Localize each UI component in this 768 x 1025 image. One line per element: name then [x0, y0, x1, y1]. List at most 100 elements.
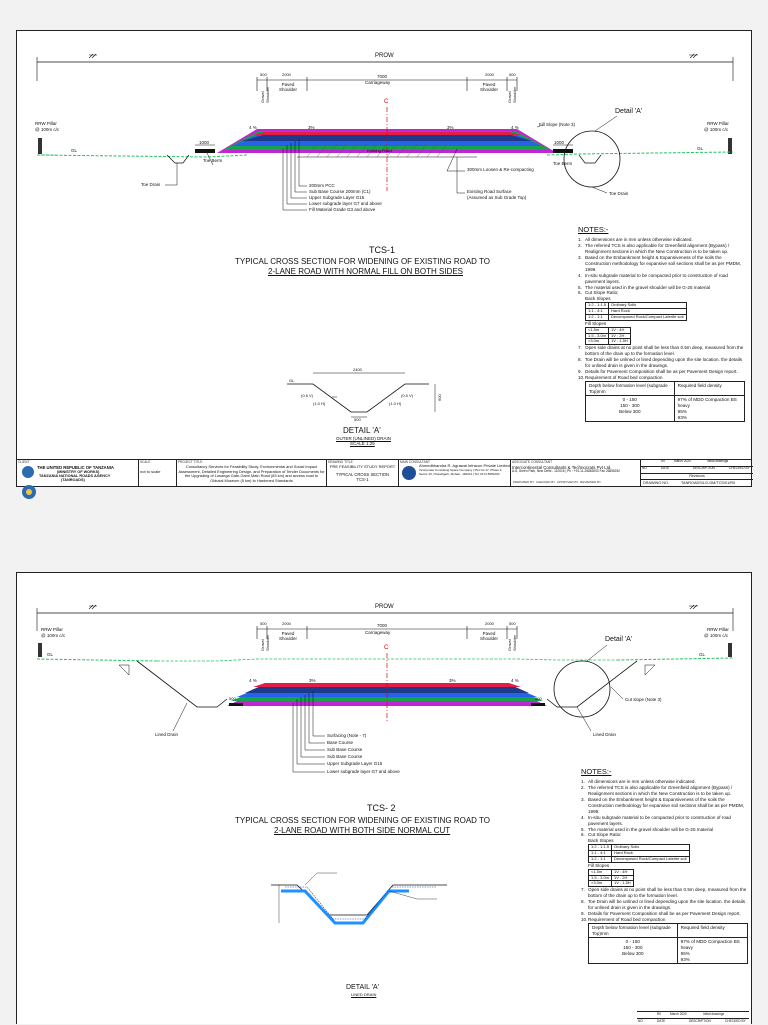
prow-label: PROW [375, 53, 394, 59]
drawing-title-cell: DRAWING TITLE PRE FEASIBILITY STUDY REPO… [327, 460, 399, 486]
existing-surface-label: Existing Road Surface [467, 189, 512, 194]
tcs-2-cross-section-drawing [36, 604, 734, 925]
dim-500-left-2: 500 [260, 621, 267, 626]
detail-a-callout-2: Detail 'A' [605, 636, 633, 643]
note-7: 7.Open side drains at no point shall be … [578, 345, 744, 357]
notes-panel-2: NOTES:- 1.All dimensions are in mm unles… [581, 767, 749, 965]
paved-shoulder-left-label: Paved Shoulder [279, 82, 298, 93]
detail-a-scale: SCALE 1:25 [350, 441, 375, 446]
carriageway-label-2: Carriageway [365, 630, 391, 635]
layer2-label-6: Lower subgrade layer G7 and above [327, 769, 400, 774]
revisions-label: Revisions [641, 474, 753, 480]
revision-row: R0 March 2020 Initial drawings [641, 460, 753, 467]
compaction-table: Depth below formation level (subgrade To… [585, 380, 746, 423]
rrw-pillar-left-spacing: @ 100m c/c [35, 127, 60, 132]
slope-left-label-2: 4 % [249, 678, 257, 683]
detail-slope-h-left: (1.0 H) [313, 401, 326, 406]
slope-right-label-2: 4 % [511, 678, 519, 683]
detail-dim-depth: 600 [437, 394, 442, 401]
tcs-2-title: TCS- 2 [367, 803, 396, 813]
note-8: 8.Toe Drain will be unlined or lined dep… [581, 899, 746, 911]
notes-heading: NOTES:- [578, 225, 609, 234]
tcs-2-subtitle-2: 2-LANE ROAD WITH BOTH SIDE NORMAL CUT [274, 826, 451, 835]
note-3: 3.Based on the Embankment height & Expan… [578, 254, 742, 272]
detail-gl-label: GL [289, 378, 295, 383]
tcs-1-subtitle-1: TYPICAL CROSS SECTION FOR WIDENING OF EX… [235, 257, 490, 266]
layer-label-4: Lower subgrade layer G7 and above [309, 201, 382, 206]
lined-drain-left-label: Lined Drain [155, 732, 179, 737]
dim-500-right-2: 500 [509, 621, 516, 626]
layer-label-3: Upper Subgrade Layer G15 [309, 195, 365, 200]
dim-2000-right-2: 2000 [485, 621, 494, 626]
note-10: 10.Requirement of Road bed compaction [581, 917, 666, 922]
rrw-pillar-right-label: RRW Pillar [707, 121, 729, 126]
notes-panel: NOTES:- 1.All dimensions are in mm unles… [578, 225, 748, 423]
note-5: 5.The material used in the gravel should… [578, 284, 711, 290]
back-slopes-label-2: Back Slopes [588, 838, 614, 844]
project-cell: PROJECT TITLE Consultancy Services for F… [177, 460, 327, 486]
note-7: 7.Open side drains at no point shall be … [581, 887, 747, 899]
note-4: 4.In-situ subgrade material to be compac… [581, 814, 731, 826]
tcs-1-subtitle-2: 2-LANE ROAD WITH NORMAL FILL ON BOTH SID… [268, 267, 463, 276]
title-block: CLIENT THE UNITED REPUBLIC OF TANZANIA (… [17, 459, 753, 486]
carriageway-label: Carriageway [365, 80, 391, 85]
detail-a-subtitle: OUTER (UNLINED) DRAIN [336, 436, 392, 441]
centerline-label-2: C [384, 645, 389, 651]
dim-1000-left: 1000 [199, 140, 210, 145]
notes-heading-2: NOTES:- [581, 767, 612, 776]
revision-cell: R0 March 2020 Initial drawings NO DATE D… [641, 460, 753, 486]
drawing-sheet-tcs-2: PROW 500 2000 Paved Shoulder 7000 Carria… [16, 572, 752, 1024]
fill-slopes-label: Fill Slopes [585, 320, 607, 326]
note-2: 2.The referred TCS is also applicable fo… [581, 784, 733, 796]
fill-slope-label: Fill Slope (Note 3) [539, 122, 576, 127]
note-6: 6.Cut Slope Ratio: [581, 832, 622, 838]
note-4: 4.In-situ subgrade material to be compac… [578, 272, 728, 284]
signature-captions: PREPARED BY CHECKED BY APPROVED BY REVIE… [513, 480, 602, 485]
gravel-shoulder-right-label: Gravel Shoulder [507, 86, 517, 103]
tanroads-logo [22, 466, 34, 478]
dim-2000-right: 2000 [485, 72, 494, 77]
consultant-cell: MAIN CONSULTANT Ahmedbhandra R. Agrawal … [399, 460, 511, 486]
detail-slope-h-right: (1.0 H) [389, 401, 402, 406]
rrw-pillar-right-spacing: @ 100m c/c [704, 127, 729, 132]
layer2-label-3: Sub Base Course [327, 747, 363, 752]
note-3: 3.Based on the Embankment height & Expan… [581, 796, 745, 814]
rrw-pillar-left-label: RRW Pillar [35, 121, 57, 126]
dim-1000-right: 1000 [554, 140, 565, 145]
paved-shoulder-right-label: Paved Shoulder [480, 82, 499, 93]
layer-label-1: 200mm PCC [309, 183, 335, 188]
layer2-label-5: Upper Subgrade Layer G15 [327, 761, 383, 766]
cut-slope-label: Cut slope (Note 3) [625, 697, 662, 702]
note-9: 9.Details for Pavement Composition shall… [581, 911, 741, 917]
back-slopes-label: Back Slopes [585, 296, 611, 302]
slope-right-label: 4 % [511, 125, 519, 130]
gl-left-label-2: GL [47, 652, 54, 657]
tcs-2-subtitle-1: TYPICAL CROSS SECTION FOR WIDENING OF EX… [235, 816, 490, 825]
revision-head: NO DATE DESCRIPTION CHECKED BY [641, 466, 753, 474]
paved-shoulder-left-label-2: Paved Shoulder [279, 631, 298, 642]
prow-label-2: PROW [375, 604, 394, 610]
gravel-shoulder-right-label-2: Gravel Shoulder [507, 634, 517, 651]
detail-dim-width: 2400 [353, 367, 362, 372]
centerline-label: C [384, 99, 389, 105]
layer2-label-1: Surfacing (Note - 7) [327, 733, 367, 738]
layer2-label-4: Sub Base Course [327, 754, 363, 759]
dim-2000-left: 2000 [282, 72, 291, 77]
fill-slopes-label-2: Fill Slopes [588, 862, 610, 868]
table-row: Depth below formation level (subgrade To… [585, 380, 746, 397]
note-10: 10.Requirement of Road bed compaction [578, 375, 663, 380]
detail-slope-v-left: (0.5 V) [301, 393, 314, 398]
revision-strip-2: R0 March 2020 Initial drawings NO DATE D… [637, 1011, 749, 1025]
detail-dim-bottom: 500 [354, 417, 361, 422]
note-9: 9.Details for Pavement Composition shall… [578, 369, 738, 375]
scale-cell: SCALE not to scale [139, 460, 177, 486]
paved-shoulder-right-label-2: Paved Shoulder [480, 631, 499, 642]
note-1: 1.All dimensions are in mm unless otherw… [578, 236, 693, 242]
